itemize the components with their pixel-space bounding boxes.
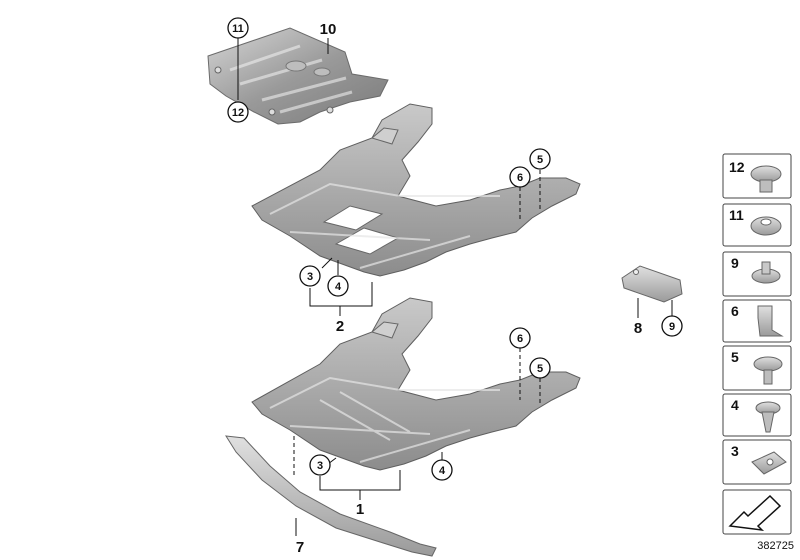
svg-text:4: 4 [439, 465, 446, 477]
svg-text:6: 6 [517, 172, 523, 184]
svg-text:5: 5 [537, 154, 543, 166]
svg-text:3: 3 [307, 271, 313, 283]
part-1-underbody-shield [251, 297, 581, 471]
svg-text:9: 9 [731, 255, 739, 271]
push-rivet-icon [750, 165, 782, 193]
callout-5-upper: 5 [529, 148, 551, 170]
expanding-clip-icon [751, 261, 781, 284]
callout-5-lower: 5 [529, 357, 551, 379]
legend-item-3: 3 [722, 439, 792, 485]
svg-text:4: 4 [731, 397, 739, 413]
svg-text:3: 3 [317, 460, 323, 472]
part-7-trim-strip [225, 435, 437, 557]
collar-screw-icon [753, 356, 783, 385]
svg-text:5: 5 [537, 363, 543, 375]
legend-direction-box [722, 489, 792, 535]
legend-item-6: 6 [722, 299, 792, 343]
bracket-clip-icon [757, 305, 784, 337]
clip-nut-icon [751, 451, 787, 475]
svg-text:4: 4 [335, 281, 342, 293]
callout-9: 9 [661, 315, 683, 337]
part-2-underbody-shield [251, 103, 581, 277]
svg-text:9: 9 [669, 321, 675, 333]
diagram-direction-arrow-icon [728, 494, 782, 532]
svg-text:12: 12 [232, 107, 244, 119]
callout-1: 1 [356, 501, 364, 518]
svg-text:12: 12 [729, 159, 745, 175]
washer-icon [750, 216, 782, 236]
legend-item-9: 9 [722, 251, 792, 297]
callout-8: 8 [634, 320, 642, 337]
svg-text:5: 5 [731, 349, 739, 365]
callout-12: 12 [227, 101, 249, 123]
diagram-reference-number: 382725 [757, 540, 794, 552]
svg-text:6: 6 [517, 333, 523, 345]
callout-11: 11 [227, 17, 249, 39]
callout-4-lower: 4 [431, 459, 453, 481]
callout-3-lower: 3 [309, 454, 331, 476]
callout-6-lower: 6 [509, 327, 531, 349]
legend-item-5: 5 [722, 345, 792, 391]
legend-item-12: 12 [722, 153, 792, 199]
legend-item-4: 4 [722, 393, 792, 437]
svg-text:6: 6 [731, 303, 739, 319]
callout-3-upper: 3 [299, 265, 321, 287]
plastic-rivet-icon [755, 401, 781, 433]
fastener-legend: 12 11 9 6 [722, 153, 792, 535]
svg-text:11: 11 [232, 23, 244, 35]
callout-2: 2 [336, 318, 344, 335]
callout-4-upper: 4 [327, 275, 349, 297]
svg-text:3: 3 [731, 443, 739, 459]
callout-10: 10 [320, 21, 337, 38]
leader-lines [237, 38, 673, 536]
part-8-cover [621, 265, 683, 303]
legend-item-11: 11 [722, 203, 792, 247]
callout-7: 7 [296, 539, 304, 556]
part-10-underbody-panel [207, 27, 389, 125]
svg-text:11: 11 [729, 207, 744, 223]
callout-6-upper: 6 [509, 166, 531, 188]
